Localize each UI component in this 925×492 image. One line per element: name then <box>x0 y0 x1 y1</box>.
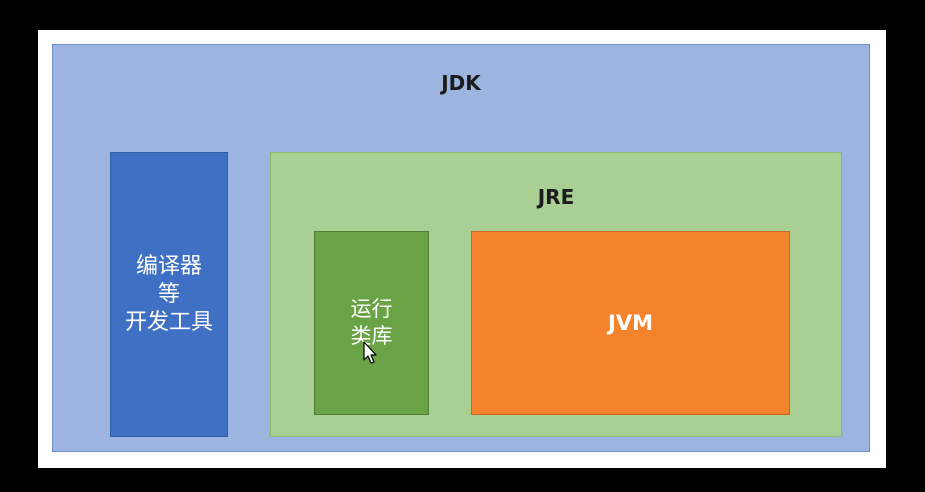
compiler-line-1: 编译器 <box>135 253 202 279</box>
compiler-line-3: 开发工具 <box>124 309 213 335</box>
jvm-label: JVM <box>608 311 653 335</box>
runtime-library-box: 运行 类库 <box>314 231 429 415</box>
jdk-label: JDK <box>441 71 481 95</box>
jre-box: JRE 运行 类库 JVM <box>270 152 842 437</box>
slide: JDK 编译器 等 开发工具 JRE 运行 类库 JVM <box>38 30 886 468</box>
runtime-line-1: 运行 <box>350 297 393 321</box>
mouse-pointer-icon <box>363 341 377 364</box>
compiler-line-2: 等 <box>157 281 180 307</box>
jre-label: JRE <box>537 185 575 209</box>
runtime-line-2: 类库 <box>350 324 393 348</box>
jdk-box: JDK 编译器 等 开发工具 JRE 运行 类库 JVM <box>52 44 870 452</box>
jvm-box: JVM <box>471 231 790 415</box>
compiler-tools-box: 编译器 等 开发工具 <box>110 152 228 437</box>
